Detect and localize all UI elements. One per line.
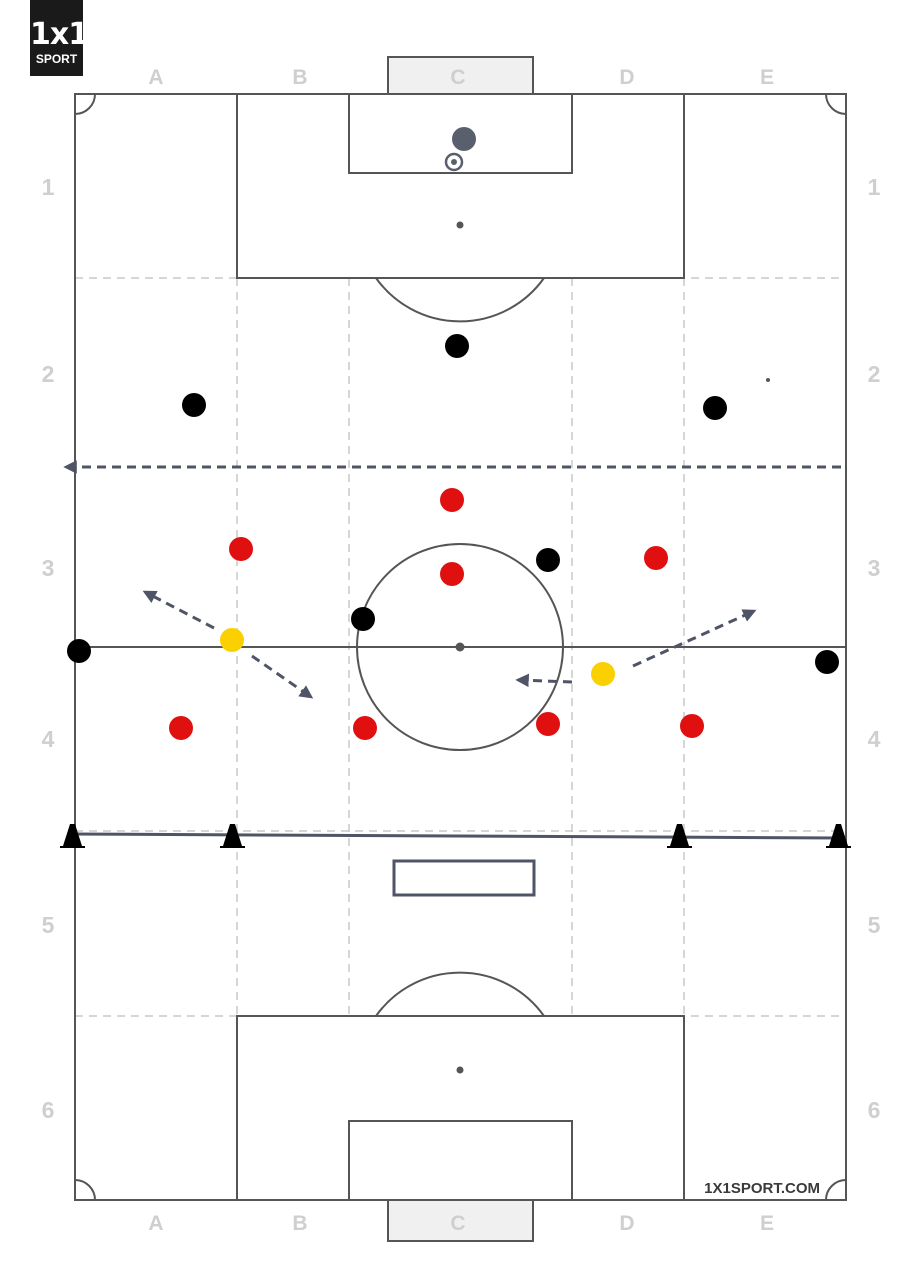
column-label: D bbox=[619, 1212, 634, 1235]
row-label: 1 bbox=[868, 174, 881, 200]
cones bbox=[60, 824, 851, 848]
yellow-player bbox=[591, 662, 615, 686]
logo-mark: 1x1 bbox=[30, 17, 89, 52]
top-goal bbox=[387, 56, 534, 95]
black-team bbox=[67, 334, 839, 674]
yellow-player bbox=[220, 628, 244, 652]
column-label: A bbox=[148, 1212, 163, 1235]
black-player bbox=[351, 607, 375, 631]
row-label: 4 bbox=[868, 726, 881, 752]
top-goal-area bbox=[348, 93, 573, 174]
row-label: 2 bbox=[868, 361, 881, 387]
red-team bbox=[169, 488, 704, 740]
column-labels-top: A B C D E bbox=[148, 66, 774, 89]
bottom-goal bbox=[387, 1199, 534, 1242]
row-label: 6 bbox=[868, 1097, 881, 1123]
red-player bbox=[536, 712, 560, 736]
cone-line bbox=[69, 832, 842, 840]
center-spot bbox=[455, 642, 465, 652]
bottom-penalty-area bbox=[236, 1015, 685, 1201]
black-player bbox=[703, 396, 727, 420]
column-label: E bbox=[760, 66, 774, 89]
movement-arrows bbox=[63, 460, 841, 699]
mini-goal bbox=[392, 859, 536, 897]
cone-icon bbox=[60, 824, 85, 848]
red-player bbox=[440, 562, 464, 586]
logo-sub: SPORT bbox=[35, 52, 78, 66]
field-spots bbox=[455, 221, 770, 1074]
arrow-diagonal-down-right bbox=[251, 654, 314, 699]
row-label: 3 bbox=[868, 555, 881, 581]
row-labels-right: 1 2 3 4 5 6 bbox=[868, 174, 881, 1123]
neutral-players bbox=[220, 628, 615, 686]
cone-icon bbox=[826, 824, 851, 848]
column-label: A bbox=[148, 66, 163, 89]
field-markings bbox=[74, 93, 847, 1201]
top-penalty-spot bbox=[456, 221, 464, 229]
bottom-penalty-spot bbox=[456, 1066, 464, 1074]
black-player bbox=[815, 650, 839, 674]
row-label: 5 bbox=[42, 912, 55, 938]
goalkeeper bbox=[452, 127, 476, 151]
red-player bbox=[644, 546, 668, 570]
brand-logo: 1x1 SPORT bbox=[30, 0, 89, 76]
black-player bbox=[536, 548, 560, 572]
row-label: 1 bbox=[42, 174, 55, 200]
cone-icon bbox=[220, 824, 245, 848]
black-player bbox=[182, 393, 206, 417]
red-player bbox=[169, 716, 193, 740]
corner-arc bbox=[74, 93, 96, 115]
black-player bbox=[445, 334, 469, 358]
column-label: C bbox=[450, 1212, 465, 1235]
row-labels-left: 1 2 3 4 5 6 bbox=[42, 174, 55, 1123]
center-circle bbox=[356, 543, 564, 751]
black-player bbox=[67, 639, 91, 663]
column-label: B bbox=[292, 1212, 307, 1235]
corner-arc bbox=[825, 93, 847, 115]
row-label: 3 bbox=[42, 555, 55, 581]
top-penalty-arc bbox=[375, 277, 545, 323]
row-label: 6 bbox=[42, 1097, 55, 1123]
column-label: B bbox=[292, 66, 307, 89]
marker-dot bbox=[766, 378, 770, 382]
column-label: C bbox=[450, 66, 465, 89]
column-label: E bbox=[760, 1212, 774, 1235]
watermark: 1X1SPORT.COM bbox=[704, 1180, 820, 1197]
column-labels-bottom: A B C D E bbox=[148, 1212, 774, 1235]
column-label: D bbox=[619, 66, 634, 89]
corner-arc bbox=[825, 1179, 847, 1201]
arrow-diagonal-up-left bbox=[142, 590, 215, 630]
bottom-penalty-arc bbox=[375, 971, 545, 1017]
red-player bbox=[440, 488, 464, 512]
top-penalty-area bbox=[236, 93, 685, 279]
arrow-diagonal-up-right bbox=[632, 609, 757, 668]
bottom-goal-area bbox=[348, 1120, 573, 1201]
cone-icon bbox=[667, 824, 692, 848]
row-label: 4 bbox=[42, 726, 55, 752]
goalkeeper-group bbox=[444, 127, 476, 172]
ball-icon bbox=[444, 152, 464, 172]
red-player bbox=[353, 716, 377, 740]
red-player bbox=[680, 714, 704, 738]
arrow-short-left bbox=[515, 673, 573, 688]
row-label: 2 bbox=[42, 361, 55, 387]
corner-arc bbox=[74, 1179, 96, 1201]
red-player bbox=[229, 537, 253, 561]
row-label: 5 bbox=[868, 912, 881, 938]
